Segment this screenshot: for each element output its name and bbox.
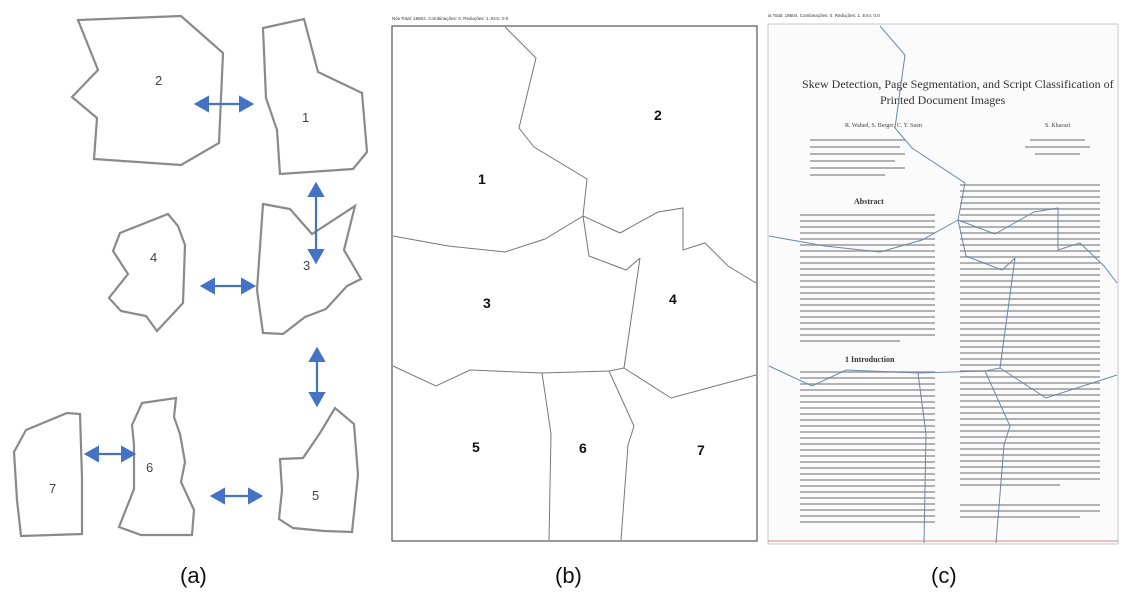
doc-title-line1: Skew Detection, Page Segmentation, and S… (802, 77, 1114, 91)
boundary-6-7 (608, 370, 635, 541)
region-6-label: 6 (579, 440, 587, 456)
panel-b: Nós Total: 18604. Combinações: 0. Reduçõ… (391, 16, 758, 542)
boundary-5-6 (541, 372, 552, 541)
boundary-4-7 (623, 367, 757, 399)
piece-6-shape (117, 396, 196, 537)
doc-abstract-heading: Abstract (854, 197, 884, 206)
piece-1-shape (261, 17, 369, 176)
piece-5-label: 5 (312, 488, 319, 503)
panel-a: 2 1 4 3 7 6 5 (12, 14, 369, 538)
region-1-label: 1 (478, 171, 486, 187)
boundary-3-5 (392, 365, 625, 387)
region-5-label: 5 (472, 439, 480, 455)
region-4-label: 4 (669, 291, 677, 307)
panel-c-page (767, 23, 1119, 545)
piece-3-label: 3 (303, 258, 310, 273)
region-3-label: 3 (483, 295, 491, 311)
doc-segmentation-seams (768, 25, 1118, 544)
piece-7-shape (12, 411, 84, 538)
doc-intro-heading: 1 Introduction (845, 355, 895, 364)
caption-c: (c) (931, 563, 957, 588)
doc-left-column-text (800, 139, 935, 523)
piece-4-label: 4 (150, 250, 157, 265)
piece-5-shape (277, 406, 360, 534)
boundary-3-4b (623, 257, 641, 369)
region-7-label: 7 (697, 442, 705, 458)
doc-author2: S. Kharazi (1045, 123, 1071, 129)
panel-c: ia Total: 18604. Combinações: 0. Reduçõe… (767, 13, 1119, 545)
piece-7-label: 7 (49, 481, 56, 496)
piece-4-shape (107, 212, 187, 333)
caption-b: (b) (555, 563, 582, 588)
caption-a: (a) (180, 563, 207, 588)
panel-b-header: Nós Total: 18604. Combinações: 0. Reduçõ… (392, 16, 509, 21)
doc-right-column-text (960, 139, 1100, 518)
piece-2-shape (70, 14, 225, 167)
piece-1-label: 1 (302, 110, 309, 125)
boundary-2-4 (619, 207, 757, 284)
doc-title-line2: Printed Document Images (880, 93, 1006, 107)
panel-c-header: ia Total: 18604. Combinações: 0. Reduçõe… (768, 13, 880, 18)
boundary-1-3 (392, 215, 584, 253)
region-2-label: 2 (654, 107, 662, 123)
boundary-3-4a (582, 215, 641, 271)
doc-authors: R. Wahed, S. Berger, C. Y. Suen (845, 123, 922, 129)
piece-6-label: 6 (146, 460, 153, 475)
piece-2-label: 2 (155, 73, 162, 88)
panel-b-border (391, 25, 758, 542)
